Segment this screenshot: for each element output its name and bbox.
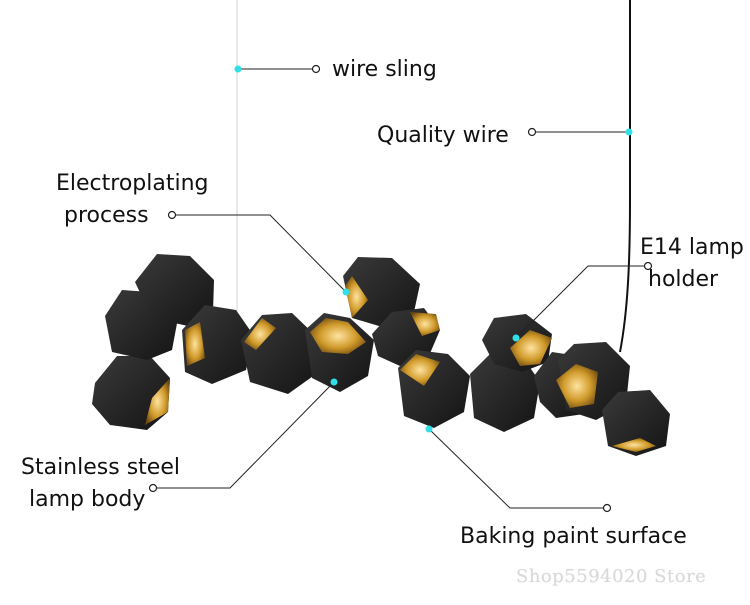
lamp-shade-interior — [410, 312, 440, 336]
label-line-2: lamp body — [29, 487, 146, 512]
lamp-shade-interior — [510, 330, 552, 366]
label-text: wire sling — [332, 57, 437, 82]
label-line-1: E14 lamp — [640, 235, 744, 260]
callout-marker-dot — [330, 378, 338, 386]
callout-end-ring — [602, 503, 612, 513]
callout-end-ring — [311, 64, 321, 74]
lamp-shade-interior — [556, 364, 598, 408]
label-line-1: Stainless steel — [21, 455, 180, 480]
lamp-shade — [135, 254, 214, 326]
store-watermark: Shop5594020 Store — [516, 566, 707, 587]
label-baking-paint-surface: Baking paint surface — [460, 521, 687, 553]
callout-marker-dot — [425, 425, 433, 433]
callout-marker-dot — [342, 288, 350, 296]
lamp-shade-interior — [310, 318, 366, 354]
callout-end-ring — [148, 483, 158, 493]
lamp-shade — [602, 390, 670, 456]
label-stainless-steel-lamp-body: Stainless steel lamp body — [21, 452, 180, 516]
label-wire-sling: wire sling — [332, 54, 437, 86]
callout-end-ring — [527, 127, 537, 137]
lamp-shade-cluster — [92, 254, 670, 456]
label-e14-lamp-holder: E14 lamp holder — [640, 232, 744, 296]
lamp-shade-interior — [400, 354, 440, 386]
callout-end-ring — [167, 210, 177, 220]
lamp-shade-interior — [612, 438, 656, 452]
lamp-shade-interior — [345, 276, 368, 318]
lamp-shade — [470, 352, 540, 432]
lamp-shade-interior — [185, 322, 205, 366]
lamp-shade-interior — [145, 378, 170, 425]
callout-marker-dot — [234, 65, 242, 73]
lamp-shade-interior — [244, 318, 276, 350]
label-line-1: Electroplating — [56, 171, 209, 196]
callout-marker-dots — [234, 65, 633, 433]
label-text: Baking paint surface — [460, 524, 687, 549]
callout-marker-dot — [512, 334, 520, 342]
label-quality-wire: Quality wire — [377, 120, 509, 152]
quality-wire-cable — [619, 0, 631, 353]
lamp-shade — [343, 257, 420, 328]
callout-leaders — [153, 68, 648, 509]
callout-marker-dot — [625, 128, 633, 136]
label-electroplating-process: Electroplating process — [56, 168, 209, 232]
callout-end-ring — [643, 261, 653, 271]
label-line-2: process — [64, 203, 149, 228]
lamp-shade — [241, 313, 318, 394]
callout-end-rings — [148, 64, 653, 513]
label-text: Quality wire — [377, 123, 509, 148]
label-line-2: holder — [648, 267, 719, 292]
